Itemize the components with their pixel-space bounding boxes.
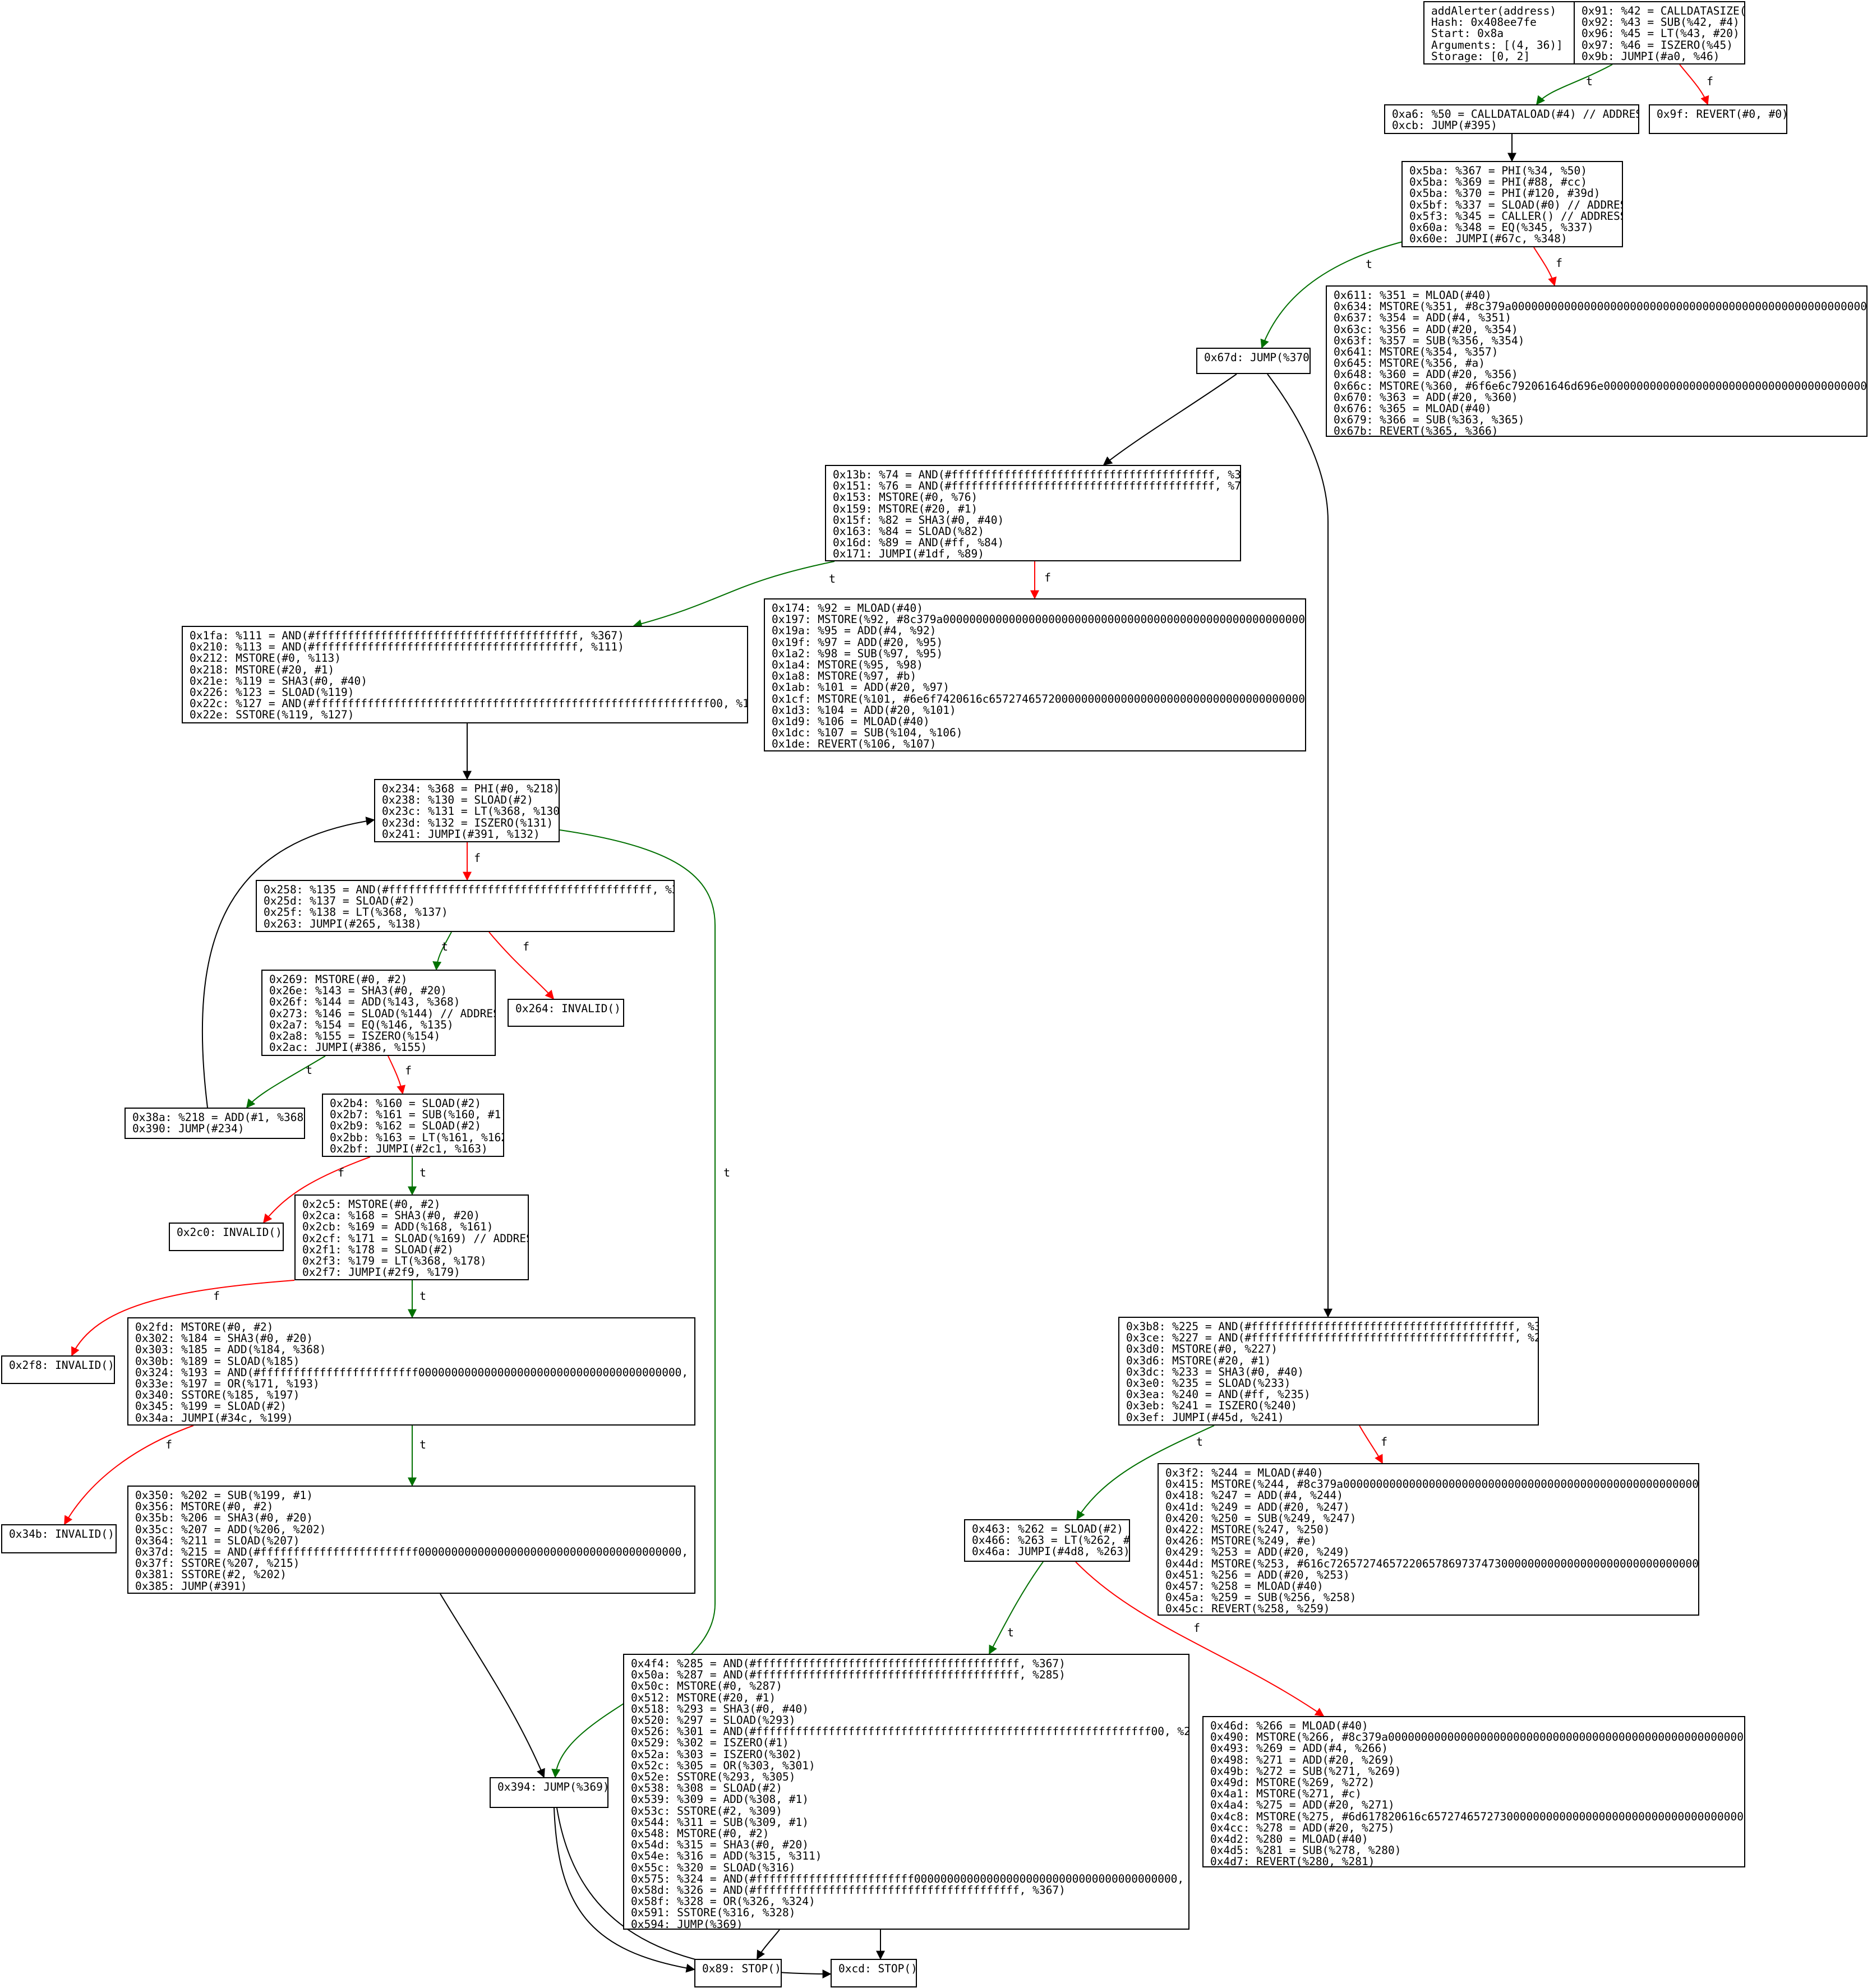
edge-label-n234-to-n394: t — [723, 1166, 730, 1179]
block-0x258: 0x258: %135 = AND(#fffffffffffffffffffff… — [256, 880, 675, 932]
edge-n67d-to-n13b — [1103, 373, 1237, 465]
block-0x1fa: 0x1fa: %111 = AND(#fffffffffffffffffffff… — [182, 626, 748, 723]
block-0x2b4: 0x2b4: %160 = SLOAD(#2) 0x2b7: %161 = SU… — [322, 1094, 504, 1157]
block-0x67d: 0x67d: JUMP(%370) — [1196, 348, 1311, 374]
edge-n13b-to-n1fa — [633, 561, 835, 628]
edge-n350-to-n394 — [440, 1593, 545, 1778]
edge-label-n91-to-na6: t — [1586, 75, 1593, 88]
edge-label-n2fd-to-n34b: f — [165, 1438, 172, 1451]
block-0x264: 0x264: INVALID() — [508, 999, 624, 1027]
edge-n269-to-n38a — [246, 1055, 326, 1109]
block-0x463: 0x463: %262 = SLOAD(#2) 0x466: %263 = LT… — [964, 1519, 1130, 1562]
block-0x34b: 0x34b: INVALID() — [1, 1524, 117, 1553]
edge-label-n2b4-to-n2c5: t — [419, 1166, 426, 1179]
block-0x269: 0x269: MSTORE(#0, #2) 0x26e: %143 = SHA3… — [261, 970, 496, 1056]
block-0xa6: 0xa6: %50 = CALLDATALOAD(#4) // ADDRESS … — [1384, 104, 1639, 134]
edge-label-n234-to-n258: f — [474, 851, 481, 865]
edge-n2b4-to-n2c0 — [263, 1156, 371, 1224]
edge-label-n463-to-n46d: f — [1193, 1621, 1200, 1635]
block-0x3b8: 0x3b8: %225 = AND(#fffffffffffffffffffff… — [1118, 1317, 1539, 1426]
block-0x2c0: 0x2c0: INVALID() — [169, 1223, 284, 1251]
block-0xcd: 0xcd: STOP() — [831, 1959, 917, 1987]
edge-label-n2fd-to-n350: t — [419, 1438, 426, 1451]
edge-n4f4-to-n89 — [757, 1929, 780, 1960]
edge-n3b8-to-n463 — [1076, 1425, 1215, 1520]
edge-label-n2b4-to-n2c0: f — [338, 1166, 344, 1179]
block-0x9f: 0x9f: REVERT(#0, #0) — [1649, 104, 1787, 134]
edge-n5ba-to-n611 — [1533, 247, 1557, 287]
edge-label-n258-to-n264: f — [523, 940, 529, 953]
block-0x4f4: 0x4f4: %285 = AND(#fffffffffffffffffffff… — [623, 1654, 1189, 1930]
edge-label-n91-to-n9f: f — [1707, 75, 1713, 88]
edge-n3b8-to-n3f2 — [1359, 1425, 1383, 1464]
block-0x89: 0x89: STOP() — [694, 1959, 782, 1987]
edge-n2c5-to-n2f8 — [71, 1280, 295, 1357]
edge-n2fd-to-n34b — [64, 1425, 194, 1525]
edge-n5ba-to-n67d — [1260, 241, 1405, 349]
block-0x174: 0x174: %92 = MLOAD(#40) 0x197: MSTORE(%9… — [764, 598, 1306, 751]
block-0x91: 0x91: %42 = CALLDATASIZE() 0x92: %43 = S… — [1574, 1, 1745, 64]
edge-label-n2c5-to-n2f8: f — [213, 1289, 220, 1303]
edge-label-n269-to-n2b4: f — [405, 1064, 412, 1077]
edge-label-n13b-to-n1fa: t — [829, 572, 836, 585]
edge-n258-to-n269 — [432, 931, 452, 971]
block-0x234: 0x234: %368 = PHI(#0, %218) 0x238: %130 … — [374, 779, 560, 842]
function-info-box: addAlerter(address) Hash: 0x408ee7fe Sta… — [1423, 1, 1575, 64]
edge-n234-to-n394 — [551, 829, 716, 1778]
edge-label-n13b-to-n174: f — [1044, 571, 1051, 584]
block-0x2c5: 0x2c5: MSTORE(#0, #2) 0x2ca: %168 = SHA3… — [294, 1194, 529, 1280]
edge-label-n258-to-n269: t — [441, 940, 448, 953]
edge-label-n463-to-n4f4: t — [1007, 1626, 1014, 1639]
edge-n463-to-n46d — [1075, 1561, 1325, 1717]
edge-label-n3b8-to-n3f2: f — [1381, 1435, 1387, 1449]
block-0x2f8: 0x2f8: INVALID() — [1, 1355, 115, 1384]
block-0x3f2: 0x3f2: %244 = MLOAD(#40) 0x415: MSTORE(%… — [1158, 1463, 1699, 1616]
edge-n91-to-n9f — [1679, 64, 1709, 105]
edge-n258-to-n264 — [488, 931, 555, 1000]
edge-label-n269-to-n38a: t — [306, 1063, 312, 1077]
edge-label-n2c5-to-n2fd: t — [419, 1289, 426, 1303]
block-0x46d: 0x46d: %266 = MLOAD(#40) 0x490: MSTORE(%… — [1202, 1716, 1745, 1867]
block-0x13b: 0x13b: %74 = AND(#ffffffffffffffffffffff… — [825, 465, 1241, 561]
block-0x2fd: 0x2fd: MSTORE(#0, #2) 0x302: %184 = SHA3… — [127, 1317, 695, 1426]
edge-n394-to-n89 — [554, 1807, 695, 1973]
edge-n38a-to-n234 — [201, 817, 375, 1108]
edge-n91-to-na6 — [1536, 64, 1613, 105]
edge-label-n3b8-to-n463: t — [1196, 1435, 1203, 1449]
edge-label-n5ba-to-n611: f — [1556, 256, 1562, 270]
edge-n269-to-n2b4 — [388, 1055, 406, 1095]
block-0x611: 0x611: %351 = MLOAD(#40) 0x634: MSTORE(%… — [1326, 285, 1868, 437]
block-0x5ba: 0x5ba: %367 = PHI(%34, %50) 0x5ba: %369 … — [1401, 161, 1623, 247]
block-0x38a: 0x38a: %218 = ADD(#1, %368) 0x390: JUMP(… — [125, 1108, 305, 1139]
edge-label-n5ba-to-n67d: t — [1366, 257, 1372, 271]
edge-n463-to-n4f4 — [989, 1561, 1044, 1655]
block-0x350: 0x350: %202 = SUB(%199, #1) 0x356: MSTOR… — [127, 1486, 695, 1594]
edge-n67d-to-n3b8 — [1267, 373, 1332, 1318]
block-0x394: 0x394: JUMP(%369) — [490, 1777, 608, 1808]
